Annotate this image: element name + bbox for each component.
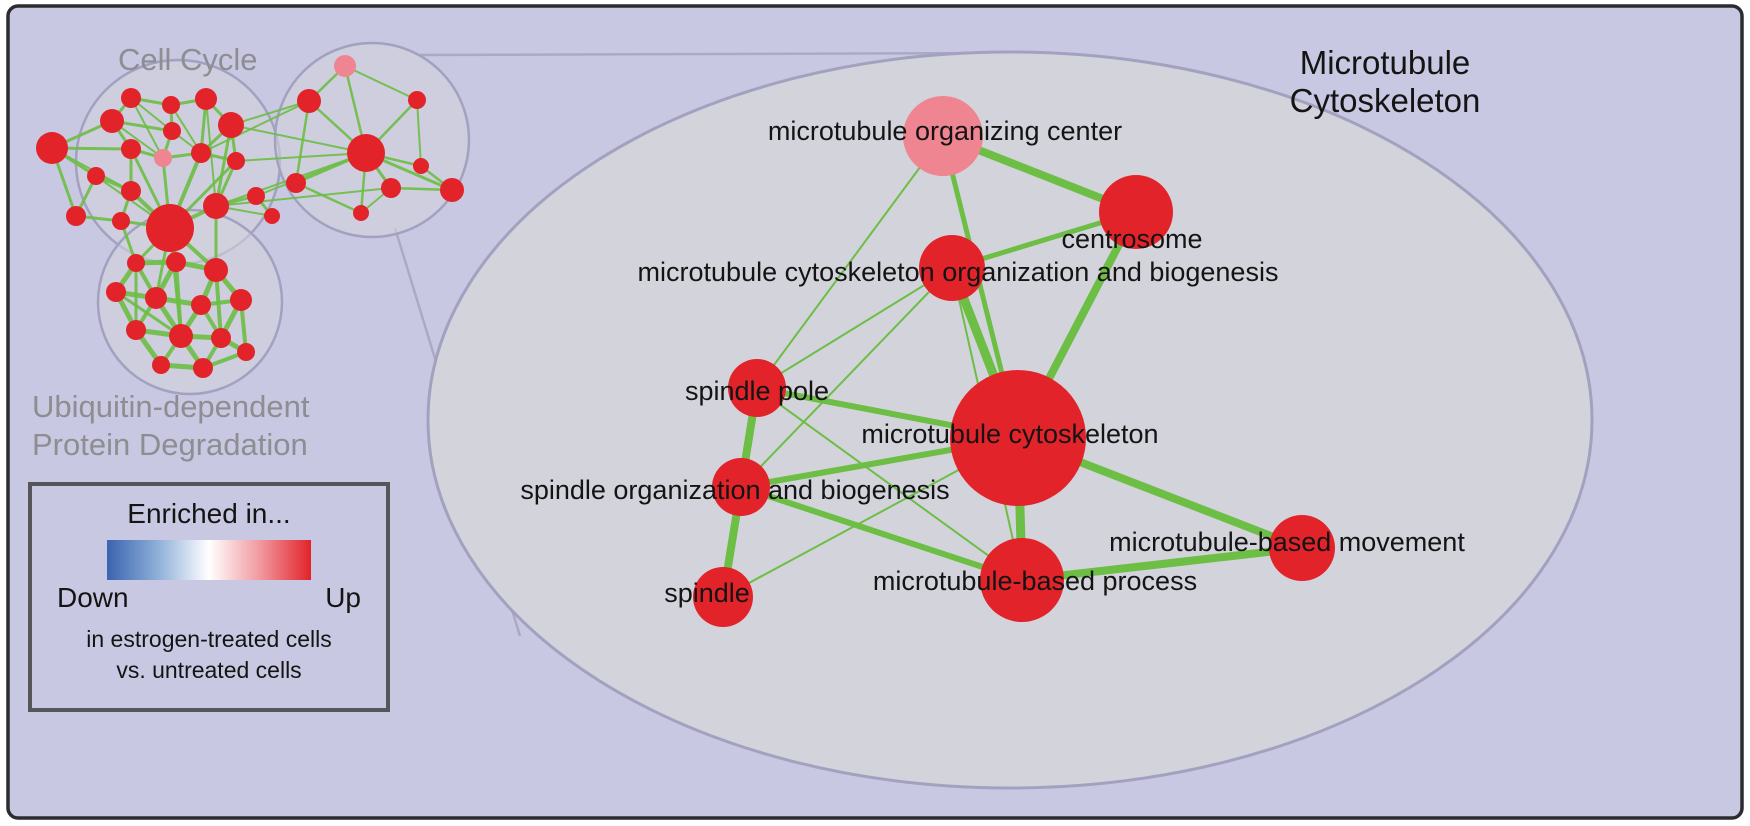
overview-node xyxy=(126,320,146,340)
overview-node xyxy=(100,109,124,133)
node-label-mt-cytoskeleton: microtubule cytoskeleton xyxy=(861,419,1158,449)
node-label-mt-process: microtubule-based process xyxy=(873,566,1197,596)
overview-edge xyxy=(205,98,217,207)
detail-labels-layer: microtubule organizing centercentrosomem… xyxy=(520,116,1465,608)
overview-node xyxy=(297,89,321,113)
legend-gradient-bar xyxy=(107,540,311,580)
node-label-centrosome: centrosome xyxy=(1061,224,1202,254)
overview-edge xyxy=(214,124,233,207)
overview-node xyxy=(334,55,356,77)
node-label-moc: microtubule organizing center xyxy=(768,116,1122,146)
overview-node xyxy=(230,289,252,311)
overview-node xyxy=(106,282,126,302)
overview-edge xyxy=(416,99,422,167)
legend-up-label: Up xyxy=(325,582,361,613)
overview-node xyxy=(162,96,180,114)
overview-edge xyxy=(295,181,362,215)
overview-node xyxy=(154,149,172,167)
detail-edge-spindle-pole-mt-process xyxy=(756,387,1023,581)
overview-node xyxy=(193,358,213,378)
cluster-label-ubiquitin: Ubiquitin-dependent Protein Degradation xyxy=(32,388,310,464)
overview-node xyxy=(121,139,141,159)
legend-range-labels: Down Up xyxy=(57,582,361,614)
overview-node xyxy=(36,132,68,164)
node-label-mco: microtubule cytoskeleton organization an… xyxy=(638,257,1279,287)
overview-node xyxy=(218,112,244,138)
legend-note-line2: vs. untreated cells xyxy=(116,657,302,684)
detail-title-line1: Microtubule xyxy=(1299,44,1471,81)
overview-edge xyxy=(200,100,310,154)
overview-node xyxy=(408,91,426,109)
overview-node xyxy=(286,173,306,193)
node-label-mt-movement: microtubule-based movement xyxy=(1109,527,1465,557)
overview-edge xyxy=(130,97,164,159)
detail-title-line2: Cytoskeleton xyxy=(1289,81,1481,119)
overview-node xyxy=(247,187,265,205)
overview-node xyxy=(166,252,186,272)
overview-node xyxy=(204,258,228,282)
detail-edge-mco-spindle-org xyxy=(740,267,953,488)
overview-nodes-layer xyxy=(36,55,464,378)
overview-node xyxy=(127,254,145,272)
overview-node xyxy=(413,158,429,174)
cluster-label-ubiquitin-line2: Protein Degradation xyxy=(32,426,308,462)
overview-edge xyxy=(230,100,310,126)
overview-node xyxy=(203,193,229,219)
node-spindle-org xyxy=(712,458,770,516)
overview-node xyxy=(347,134,385,172)
overview-node xyxy=(146,204,194,252)
overview-node xyxy=(152,356,170,374)
overview-edge xyxy=(230,124,367,154)
node-spindle xyxy=(693,567,753,627)
node-mt-process xyxy=(980,538,1064,622)
overview-edge xyxy=(344,65,418,101)
overview-node xyxy=(211,328,231,348)
cluster-label-cell-cycle: Cell Cycle xyxy=(118,42,258,77)
overview-node xyxy=(121,88,141,108)
node-label-spindle: spindle xyxy=(664,578,750,608)
overview-node xyxy=(191,143,211,163)
overview-node xyxy=(163,122,181,140)
zoom-cone-line xyxy=(419,51,1001,57)
detail-edge-mt-process-mt-movement xyxy=(1021,544,1303,584)
node-moc xyxy=(903,96,983,176)
overview-edge xyxy=(294,100,311,184)
legend-down-label: Down xyxy=(57,582,129,613)
overview-node xyxy=(440,178,464,202)
detail-edge-moc-spindle-pole xyxy=(756,135,944,389)
overview-edge xyxy=(115,290,182,338)
overview-node xyxy=(169,324,193,348)
detail-cluster-title: Microtubule Cytoskeleton xyxy=(1253,44,1517,120)
overview-node xyxy=(381,178,401,198)
overview-node xyxy=(145,287,167,309)
overview-node xyxy=(112,212,130,230)
detail-nodes-layer xyxy=(693,96,1335,627)
overview-node xyxy=(121,181,141,201)
detail-edge-mco-spindle-pole xyxy=(756,267,953,389)
node-mt-cytoskeleton xyxy=(950,370,1086,506)
node-mco xyxy=(919,235,985,301)
overview-node xyxy=(87,167,105,185)
legend-note: in estrogen-treated cells vs. untreated … xyxy=(32,624,386,686)
detail-edge-spindle-org-mt-process xyxy=(740,484,1023,583)
overview-node xyxy=(66,206,86,226)
overview-node xyxy=(353,205,369,221)
node-mt-movement xyxy=(1269,515,1335,581)
overview-node xyxy=(195,88,217,110)
overview-node xyxy=(237,343,255,361)
node-label-spindle-org: spindle organization and biogenesis xyxy=(520,475,949,505)
legend-note-line1: in estrogen-treated cells xyxy=(86,626,332,652)
legend-title: Enriched in... xyxy=(127,498,291,529)
legend-box: Enriched in... Down Up in estrogen-treat… xyxy=(28,482,390,712)
node-label-spindle-pole: spindle pole xyxy=(685,376,829,406)
overview-node xyxy=(227,152,245,170)
node-spindle-pole xyxy=(728,359,786,417)
cluster-label-ubiquitin-line1: Ubiquitin-dependent xyxy=(32,389,310,424)
overview-node xyxy=(264,208,280,224)
overview-node xyxy=(191,295,211,315)
node-centrosome xyxy=(1099,175,1173,249)
